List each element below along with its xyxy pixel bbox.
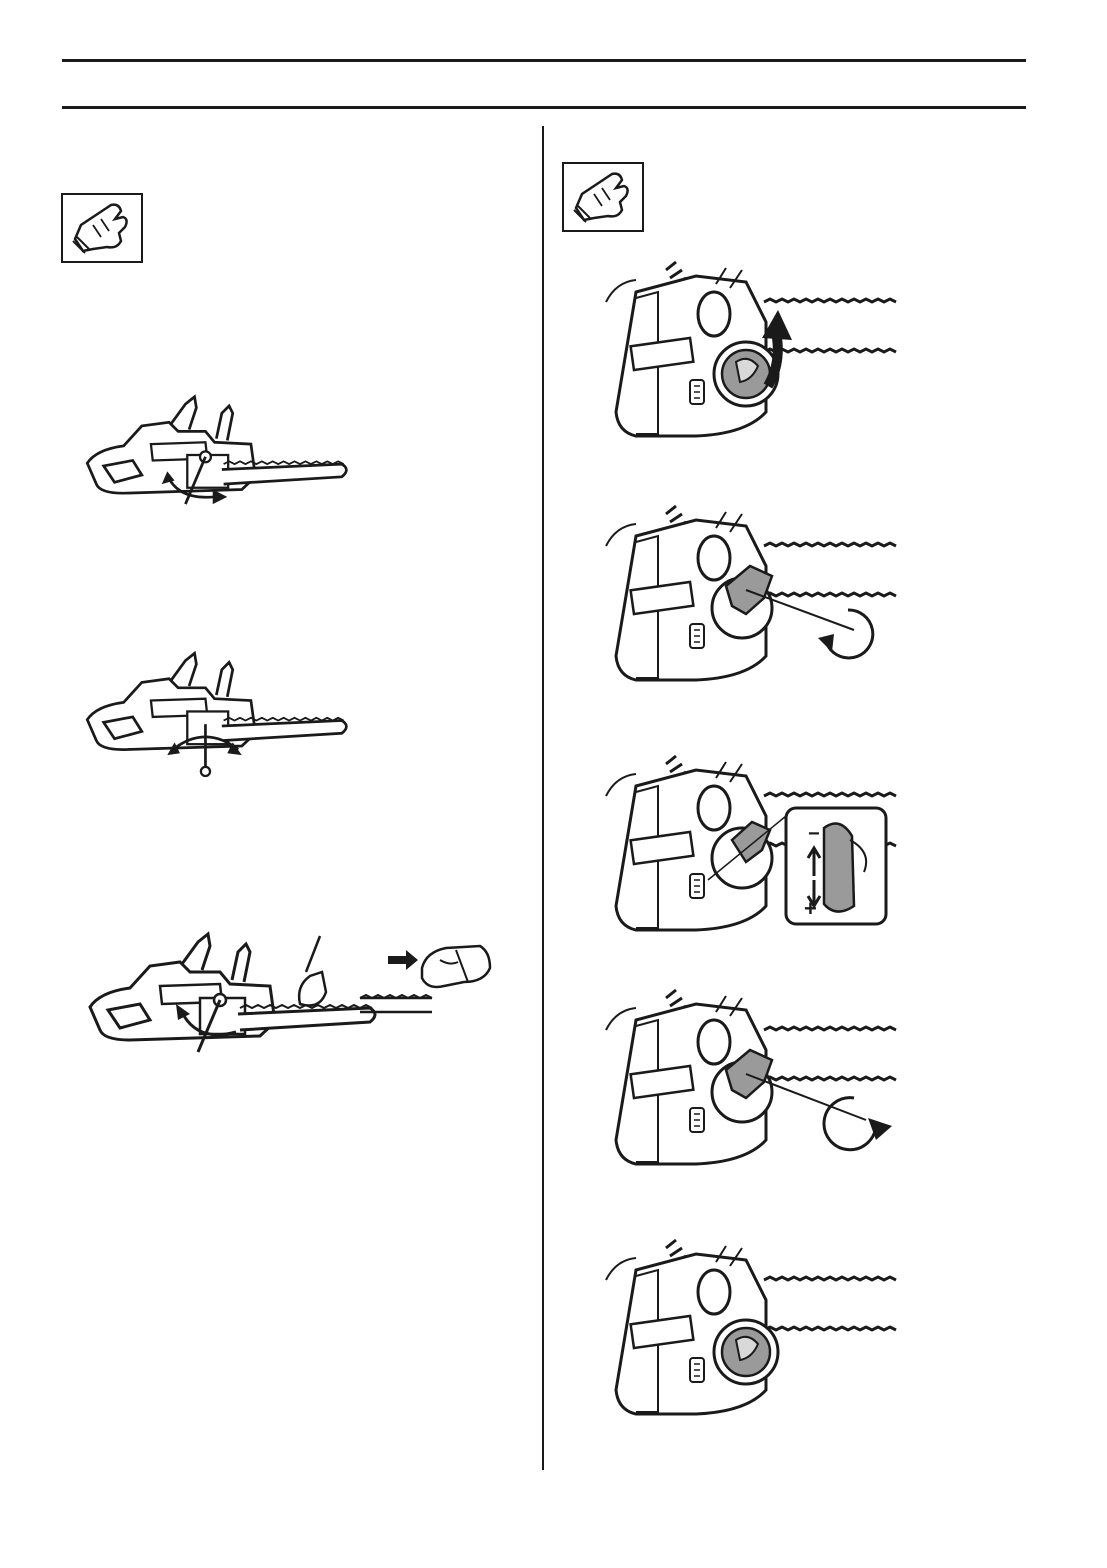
figure-fold-knob-down	[596, 1240, 836, 1420]
figure-tension-wheel-detail: − +	[596, 756, 896, 931]
header-rule-top	[62, 59, 1026, 62]
figure-turn-knob-counterclockwise	[596, 506, 886, 676]
protective-glove-icon	[61, 193, 143, 263]
figure-tighten-bar-nut-check-chain	[60, 912, 500, 1062]
protective-glove-icon-right	[562, 162, 644, 232]
header-rule-bottom	[62, 106, 1026, 109]
figure-turn-knob-clockwise	[596, 990, 906, 1160]
figure-loosen-bar-nut	[60, 370, 360, 520]
figure-adjust-tension-screw	[60, 626, 360, 786]
column-divider	[542, 126, 544, 1470]
figure-lift-knob	[596, 262, 836, 442]
detail-minus-mark: −	[808, 823, 820, 845]
